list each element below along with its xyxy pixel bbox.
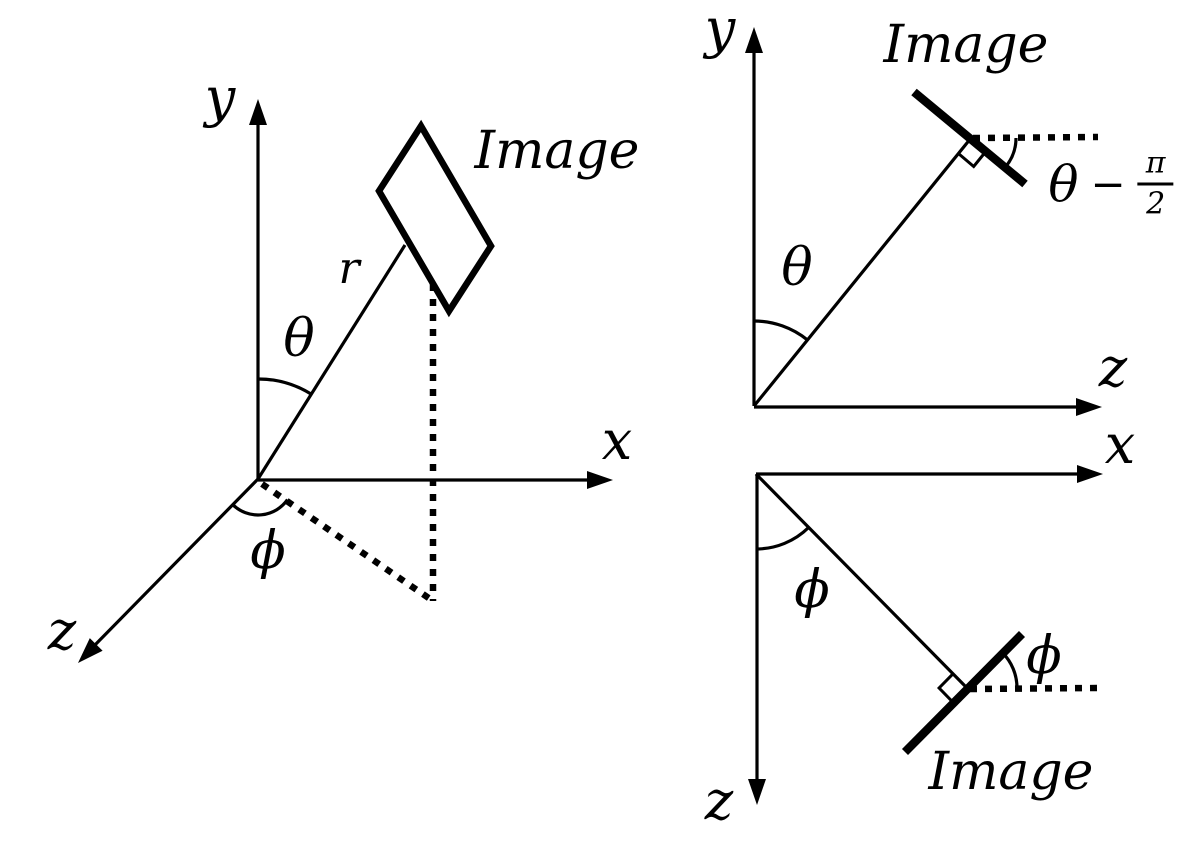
top-right-z-axis-label: z	[1098, 336, 1128, 399]
bottom-right-image-label: Image	[928, 742, 1094, 802]
left-phi-label: ϕ	[250, 521, 286, 581]
left-radius-label: r	[338, 243, 360, 294]
left-x-axis-label: x	[601, 409, 633, 472]
left-image-plane-label: Image	[474, 121, 640, 181]
left-theta-label: θ	[283, 309, 315, 369]
bottom-right-tilt-angle-arc	[1001, 651, 1019, 689]
top-right-z-axis-arrowhead	[1076, 398, 1102, 416]
bottom-right-x-axis-label: x	[1104, 413, 1136, 476]
top-right-y-axis-label: y	[704, 0, 736, 60]
bottom-right-radius-line	[754, 472, 969, 690]
left-z-axis-arrowhead	[78, 638, 103, 663]
top-right-tilt-angle-arc	[1004, 137, 1018, 168]
bottom-right-diagram	[748, 465, 1103, 805]
bottom-right-phi-label: ϕ	[794, 560, 830, 620]
bottom-right-z-axis-arrowhead	[748, 779, 766, 805]
left-z-axis-label: z	[47, 599, 77, 662]
top-right-theta-label: θ	[781, 238, 813, 298]
left-theta-arc	[257, 377, 312, 396]
tilt-expression-fraction: π 2	[1137, 145, 1174, 222]
tilt-expression-minus: −	[1090, 159, 1126, 208]
bottom-right-tilt-phi-label: ϕ	[1026, 626, 1062, 686]
bottom-right-image-line	[901, 631, 1026, 755]
tilt-expression-theta: θ	[1048, 155, 1079, 213]
left-y-axis-label: y	[204, 66, 236, 129]
fraction-bar	[1137, 182, 1174, 186]
left-z-axis	[90, 477, 260, 650]
bottom-right-phi-arc	[755, 526, 810, 551]
left-radius-line	[256, 244, 407, 480]
left-y-axis-arrowhead	[249, 99, 267, 125]
bottom-right-x-axis-arrowhead	[1077, 465, 1103, 483]
bottom-right-right-angle-marker	[937, 672, 955, 704]
bottom-right-z-axis-label: z	[704, 769, 734, 832]
top-right-y-axis-arrowhead	[745, 27, 763, 53]
left-3d-diagram	[78, 99, 613, 663]
top-right-right-angle-marker	[957, 150, 988, 169]
top-right-diagram	[745, 27, 1102, 416]
top-right-image-line	[911, 88, 1028, 188]
top-right-horizontal-dotted-line	[972, 133, 1099, 142]
top-right-image-label: Image	[883, 15, 1049, 75]
left-phi-arc	[231, 498, 289, 517]
left-slanted-projection-dotted-line	[260, 481, 435, 604]
bottom-right-horizontal-dotted-line	[969, 684, 1099, 693]
left-image-plane	[375, 119, 495, 318]
top-right-tilt-angle-expression: θ − π 2	[1048, 145, 1174, 222]
top-right-theta-arc	[753, 319, 809, 342]
tilt-expression-numerator: π	[1145, 145, 1166, 181]
left-x-axis-arrowhead	[587, 471, 613, 489]
top-right-radius-line	[752, 136, 973, 408]
tilt-expression-denominator: 2	[1146, 186, 1166, 222]
